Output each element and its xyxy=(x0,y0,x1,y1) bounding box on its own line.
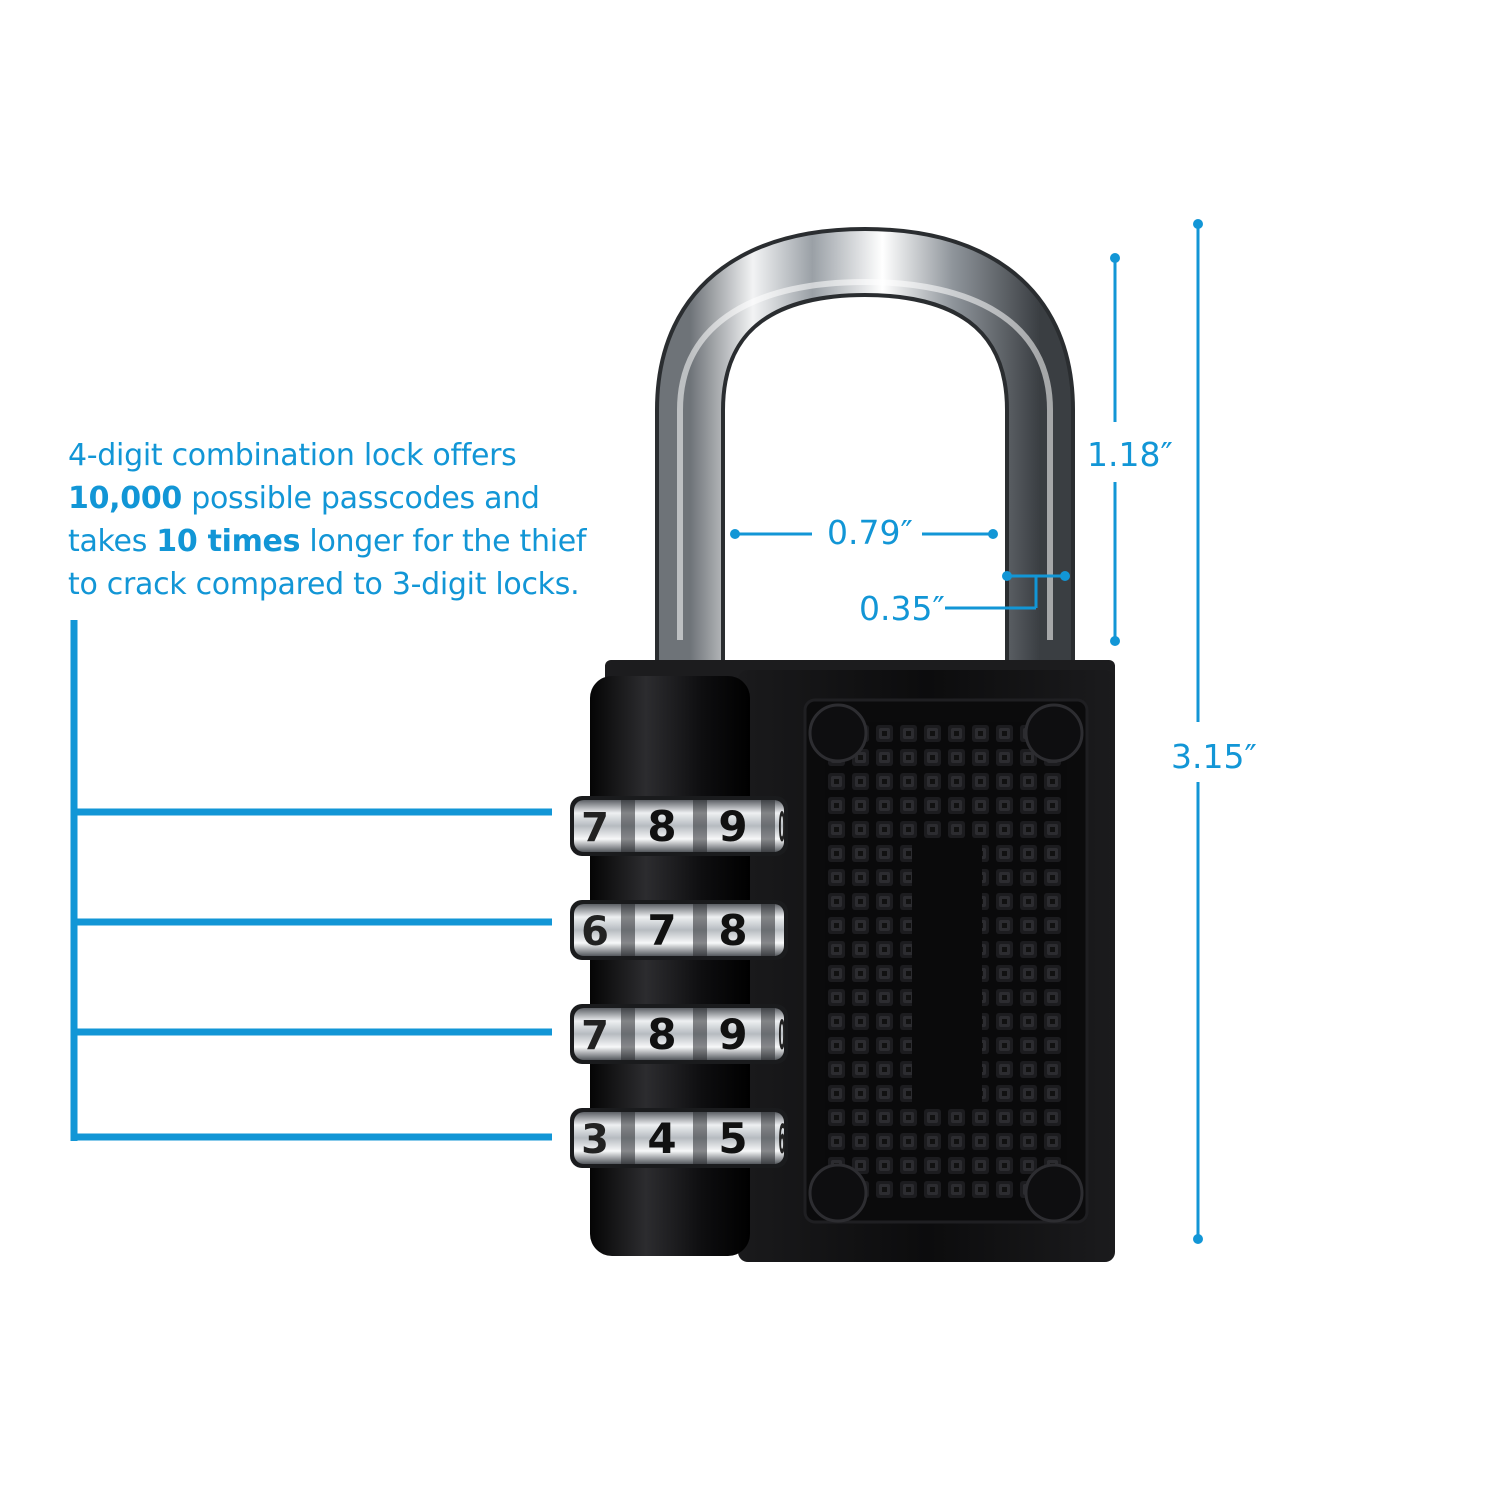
dial-4-edge-digit: 6 xyxy=(779,1116,786,1163)
bolt-bottom-left xyxy=(808,1163,868,1223)
caption-line-2: 10,000 possible passcodes and xyxy=(68,481,540,516)
dimension-thickness xyxy=(945,571,1070,610)
dimension-inner-width xyxy=(730,529,998,539)
clearance-label: 1.18″ xyxy=(1087,435,1173,474)
dial-3-left-digit: 7 xyxy=(581,1013,609,1059)
dial-3-right-digit: 9 xyxy=(718,1010,747,1059)
caption-line-3: takes 10 times longer for the thief xyxy=(68,524,587,559)
thickness-label: 0.35″ xyxy=(859,589,945,628)
caption-times-longer: 10 times xyxy=(156,524,301,559)
dial-1-edge-digit: 0 xyxy=(779,804,786,851)
bolt-bottom-right xyxy=(1024,1163,1084,1223)
dial-1-right-digit: 9 xyxy=(718,802,747,851)
dial-1-left-digit: 7 xyxy=(581,805,609,851)
dial-4-center-digit: 4 xyxy=(647,1114,676,1163)
lock-body xyxy=(590,660,1115,1262)
dial-2-center-digit: 7 xyxy=(647,906,676,955)
bolt-top-right xyxy=(1024,703,1084,763)
dial-2-left-digit: 6 xyxy=(581,909,609,955)
dimension-clearance xyxy=(1110,253,1120,646)
shackle xyxy=(655,226,1075,665)
dial-3-edge-digit: 0 xyxy=(779,1012,786,1059)
feature-caption: 4-digit combination lock offers 10,000 p… xyxy=(68,434,628,606)
dial-3-center-digit: 8 xyxy=(647,1010,676,1059)
caption-line-4: to crack compared to 3-digit locks. xyxy=(68,567,580,602)
dial-1-center-digit: 8 xyxy=(647,802,676,851)
overall-height-label: 3.15″ xyxy=(1171,737,1257,776)
dial-callout-bracket xyxy=(70,620,552,1141)
caption-passcode-count: 10,000 xyxy=(68,481,182,516)
inner-width-label: 0.79″ xyxy=(827,513,913,552)
dimension-overall-height xyxy=(1193,219,1203,1244)
dial-4-right-digit: 5 xyxy=(718,1114,747,1163)
caption-line-1: 4-digit combination lock offers xyxy=(68,438,517,473)
bolt-top-left xyxy=(808,703,868,763)
dial-2-right-digit: 8 xyxy=(718,906,747,955)
dial-4-left-digit: 3 xyxy=(581,1117,609,1163)
